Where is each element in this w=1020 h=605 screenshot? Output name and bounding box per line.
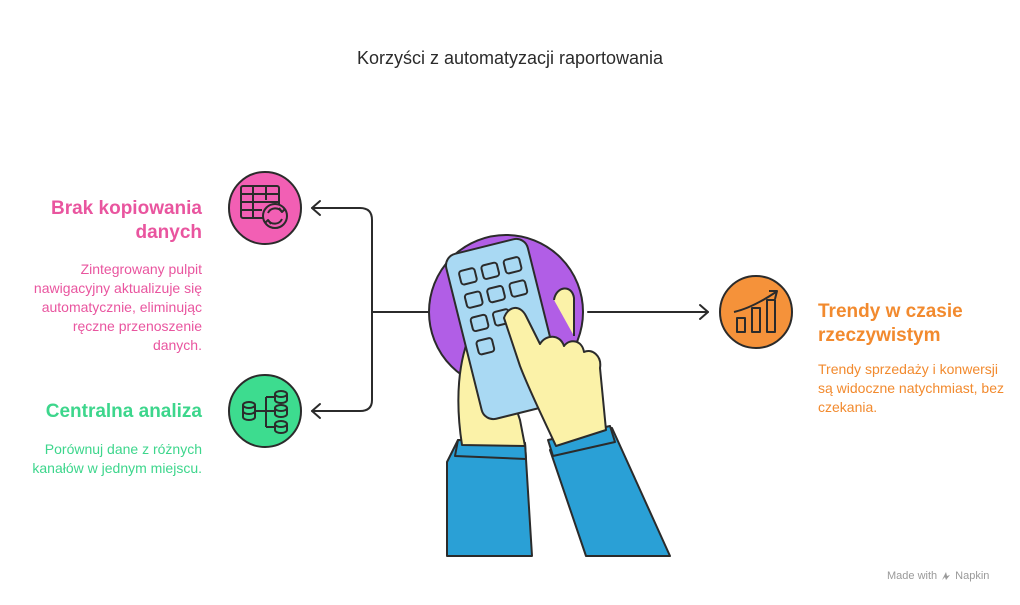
heading-trendy: Trendy w czasie rzeczywistym bbox=[818, 301, 963, 346]
connector-to-left-top bbox=[311, 207, 433, 313]
arrowhead-left-bottom bbox=[311, 403, 321, 419]
napkin-watermark[interactable]: Made with Napkin bbox=[887, 570, 989, 582]
description-centralna-analiza: Porównuj dane z różnych kanałów w jednym… bbox=[32, 441, 202, 476]
heading-centralna-analiza: Centralna analiza bbox=[45, 401, 202, 422]
connector-lines bbox=[311, 200, 709, 419]
connector-to-left-bottom bbox=[311, 311, 373, 412]
hands-calculator-illustration bbox=[428, 234, 671, 557]
bar-chart-trend-icon bbox=[719, 275, 793, 349]
napkin-logo-icon bbox=[942, 572, 951, 580]
database-network-icon bbox=[228, 374, 302, 448]
watermark-brand: Napkin bbox=[955, 570, 990, 582]
diagram-title: Korzyści z automatyzacji raportowania bbox=[356, 48, 664, 68]
arrowhead-right bbox=[699, 304, 709, 320]
heading-brak-kopiowania: Brak kopiowania danych bbox=[51, 198, 202, 243]
arrowhead-left-top bbox=[311, 200, 321, 216]
watermark-prefix: Made with bbox=[887, 570, 938, 582]
description-brak-kopiowania: Zintegrowany pulpit nawigacyjny aktualiz… bbox=[33, 261, 202, 353]
description-trendy: Trendy sprzedaży i konwersji są widoczne… bbox=[818, 361, 1004, 415]
table-refresh-icon bbox=[228, 171, 302, 245]
